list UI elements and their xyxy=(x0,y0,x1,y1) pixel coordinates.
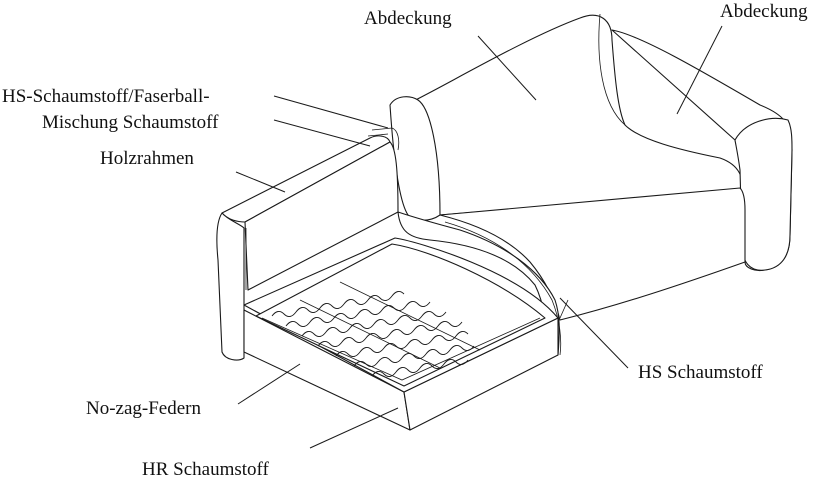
leader-hs-foam-mix-1 xyxy=(273,95,389,129)
seat-body xyxy=(439,187,746,321)
label-wood-frame: Holzrahmen xyxy=(100,148,194,169)
leader-hs-foam-mix-2 xyxy=(273,119,371,147)
right-arm xyxy=(611,29,793,272)
leader-hr-foam xyxy=(309,407,399,449)
leader-cover-right xyxy=(676,25,723,115)
left-back-cushion xyxy=(389,96,441,221)
leader-lines xyxy=(235,25,723,449)
label-hr-foam: HR Schaumstoff xyxy=(142,459,270,480)
spring-deck xyxy=(255,243,546,387)
label-cover-center: Abdeckung xyxy=(364,8,452,29)
leader-cover-center xyxy=(477,35,537,101)
label-cover-right: Abdeckung xyxy=(720,1,808,22)
label-nozag-springs: No-zag-Federn xyxy=(86,398,202,419)
left-arm-frame xyxy=(216,127,400,361)
label-hs-foam-mix-line1: HS-Schaumstoff/Faserball- xyxy=(2,86,210,107)
leader-wood-frame xyxy=(235,171,286,193)
back-cushion xyxy=(394,13,743,217)
leader-nozag xyxy=(237,363,301,405)
label-hs-foam-mix-line2: Mischung Schaumstoff xyxy=(42,112,219,133)
leader-hs-foam xyxy=(559,297,629,369)
label-hs-foam: HS Schaumstoff xyxy=(638,362,763,383)
